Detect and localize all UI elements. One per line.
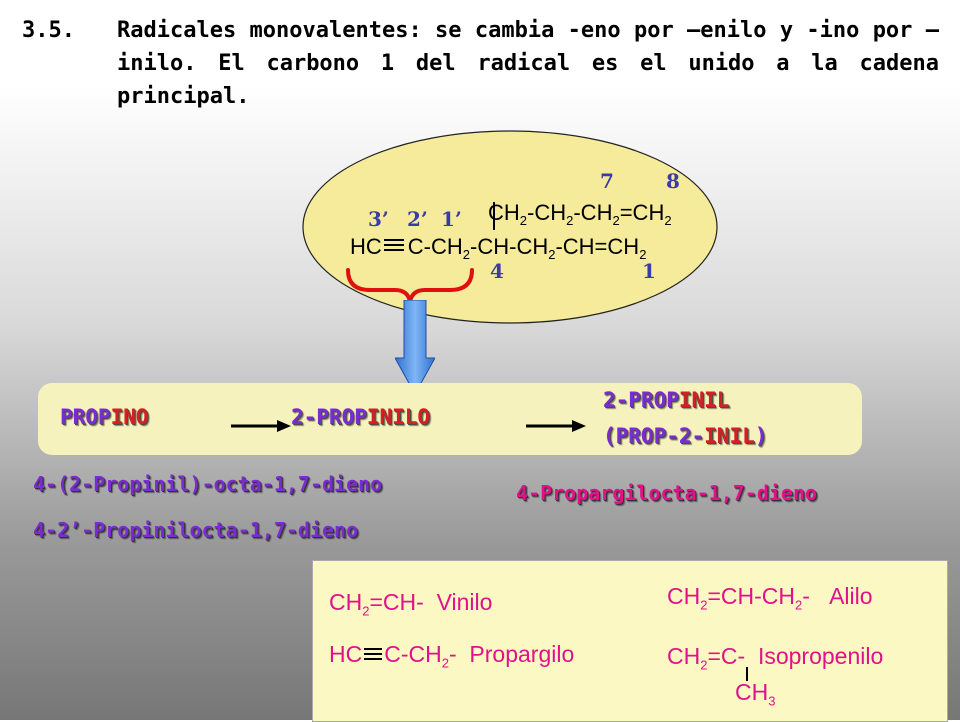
propinilo-label: 2-PROPINILO — [291, 405, 431, 429]
locant-1prime: 1’ — [441, 207, 462, 231]
propargilo-name: Propargilo — [469, 641, 575, 667]
locant-7: 7 — [600, 169, 614, 193]
name-propinilocta-dieno: 4-2’-Propinilocta-1,7-dieno — [33, 518, 359, 542]
alilo-row: CH2=CH-CH2- Alilo — [667, 583, 873, 613]
name-propargilocta-dieno: 4-Propargilocta-1,7-dieno — [516, 481, 818, 505]
arrow-right-icon — [231, 420, 291, 432]
down-arrow-icon — [395, 300, 435, 395]
top-chain: CH2-CH2-CH2=CH2 — [488, 200, 672, 228]
propinil-label: 2-PROPINIL — [603, 388, 730, 412]
locant-8: 8 — [666, 169, 680, 193]
propino-label: PROPINO — [60, 405, 149, 429]
prop-2-inil-label: (PROP-2-INIL) — [603, 424, 768, 448]
structure-ellipse — [302, 130, 718, 324]
conversion-panel: PROPINO 2-PROPINILO 2-PROPINIL (PROP-2-I… — [38, 383, 862, 455]
arrow-right-icon — [526, 420, 586, 432]
name-propinil-octadieno: 4-(2-Propinil)-octa-1,7-dieno — [33, 472, 383, 496]
locant-1: 1 — [642, 259, 656, 283]
alilo-name: Alilo — [829, 583, 873, 609]
triple-bond — [384, 239, 404, 251]
locant-4: 4 — [490, 259, 504, 283]
vinilo-row: CH2=CH- Vinilo — [329, 589, 493, 619]
vinilo-name: Vinilo — [436, 589, 493, 615]
section-number: 3.5. — [22, 18, 75, 43]
isopropenilo-branch: CH3 — [735, 679, 776, 709]
section-text: Radicales monovalentes: se cambia -eno p… — [117, 18, 939, 109]
isopropenilo-name: Isopropenilo — [757, 643, 884, 669]
branch-bond — [746, 667, 748, 681]
locant-2prime: 2’ — [407, 207, 428, 231]
isopropenilo-row: CH2=C- Isopropenilo — [667, 643, 884, 673]
locant-3prime: 3’ — [368, 207, 389, 231]
